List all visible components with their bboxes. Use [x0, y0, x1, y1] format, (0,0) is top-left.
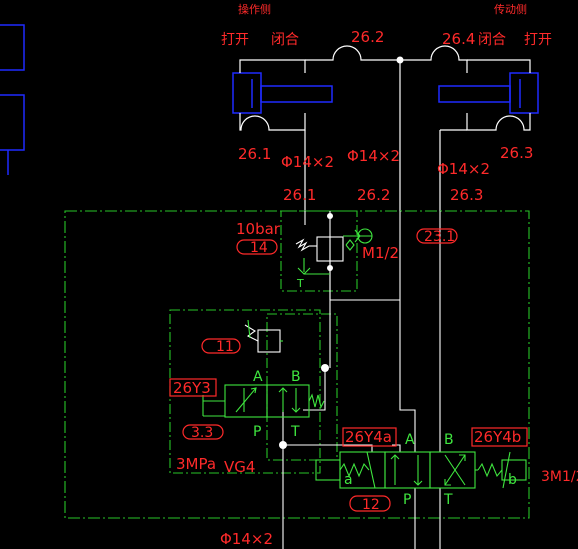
- right-hose-label-26-3: 26.3: [500, 144, 533, 162]
- close-label-left: 闭合: [271, 32, 299, 48]
- block-port-label-26-1: 26.1: [283, 186, 316, 204]
- tag-bubble-12: [349, 495, 391, 512]
- tag-bubble-14: [236, 239, 278, 255]
- solenoid-box-26y4b: [471, 427, 528, 447]
- supply-pipe-label: Φ14×2: [220, 530, 273, 548]
- close-label-right: 闭合: [478, 32, 506, 48]
- solenoid-label-26y4a: 26Y4a: [345, 428, 392, 446]
- right-hydraulic-cylinder: [438, 72, 539, 114]
- junction-node-check: [327, 213, 333, 219]
- port-letter-p-main: P: [403, 492, 411, 508]
- port-letter-t-small: T: [290, 424, 300, 440]
- solenoid-label-26y4b: 26Y4b: [474, 428, 521, 446]
- tag-label-11: 11: [216, 339, 234, 355]
- operating-side-label: 操作侧: [238, 2, 271, 16]
- solenoid-letter-a: a: [344, 472, 353, 488]
- junction-node-check-lower: [327, 265, 333, 271]
- tag-label-12: 12: [362, 497, 380, 513]
- block-port-label-26-3: 26.3: [450, 186, 483, 204]
- port-letter-a-small: A: [253, 369, 263, 385]
- port-letter-t-check: T: [296, 277, 304, 290]
- pipe-size-label-b: Φ14×2: [347, 147, 400, 165]
- top-junction-node: [396, 56, 404, 64]
- port-label-26-4-top: 26.4: [442, 30, 475, 48]
- junction-node-supply: [279, 441, 287, 449]
- left-edge-cylinder-fragment: [0, 24, 25, 175]
- solenoid-box-26y3: [169, 378, 217, 397]
- junction-node-pilot: [321, 364, 329, 372]
- open-label-left: 打开: [221, 31, 249, 48]
- solenoid-box-26y4a: [342, 427, 397, 447]
- left-hose-label-26-1: 26.1: [238, 145, 271, 163]
- pilot-directional-valve: [202, 384, 325, 418]
- open-label-right: 打开: [524, 31, 552, 48]
- port-label-26-2-top: 26.2: [351, 28, 384, 46]
- tag-bubble-11: [201, 338, 241, 354]
- check-valve-subblock: [280, 210, 358, 292]
- cylinder-pipes: [239, 45, 531, 211]
- pipe-size-label-c: Φ14×2: [437, 160, 490, 178]
- tag-label-3-3: 3.3: [191, 425, 213, 441]
- valve-label-vg4: VG4: [224, 458, 255, 476]
- port-letter-b-small: B: [291, 369, 301, 385]
- gauge-port-label-right: 3M1/2: [541, 469, 578, 485]
- port-letter-t-main: T: [443, 492, 453, 508]
- gauge-port-label-left: M1/2: [362, 244, 399, 262]
- driving-side-label: 传动侧: [494, 3, 527, 16]
- pipe-size-label-a: Φ14×2: [281, 153, 334, 171]
- main-directional-valve: [315, 451, 527, 489]
- left-hydraulic-cylinder: [232, 72, 333, 114]
- pilot-check-valve: [295, 228, 373, 275]
- tag-bubble-3-3: [182, 424, 224, 440]
- block-port-label-26-2: 26.2: [357, 186, 390, 204]
- port-letter-b-main: B: [444, 432, 454, 448]
- port-letter-p-small: P: [253, 424, 261, 440]
- tag-label-14: 14: [250, 240, 268, 256]
- solenoid-label-26y3: 26Y3: [173, 379, 211, 397]
- tag-bubble-23-1: [416, 228, 458, 244]
- port-letter-a-main: A: [405, 432, 415, 448]
- solenoid-letter-b: b: [508, 472, 517, 488]
- pressure-label-10bar: 10bar: [236, 220, 281, 238]
- pilot-relief-valve: [244, 319, 283, 353]
- valve-block-boundary: [64, 210, 530, 519]
- tag-label-23-1: 23.1: [424, 229, 455, 245]
- pressure-label-3mpa: 3MPa: [176, 455, 216, 473]
